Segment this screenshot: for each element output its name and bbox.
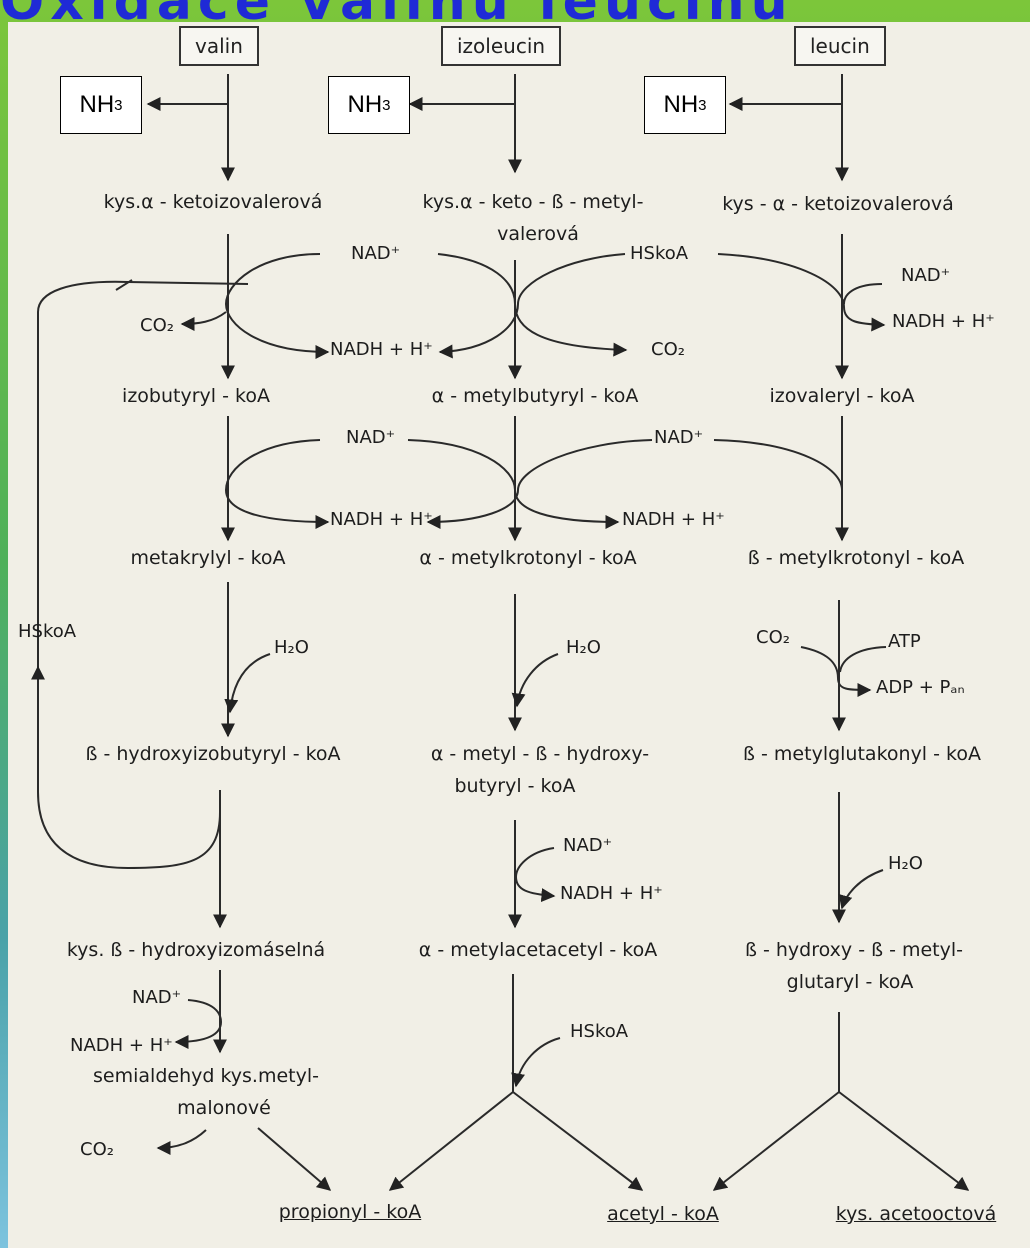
leucine-enoyl-coa: ß - metylkrotonyl - koA [747,547,965,569]
valine-enoyl-coa: metakrylyl - koA [130,547,286,569]
leucine-acyl-coa: izovaleryl - koA [769,385,915,407]
isoleucine-keto-acid-line1: kys.α - keto - ß - metyl- [422,191,644,213]
nadh-label-2b: NADH + H⁺ [622,509,725,530]
valine-semialdehyde-line2: malonové [177,1097,271,1119]
h2o-label-valine: H₂O [274,637,309,658]
h2o-label-leucine: H₂O [888,853,923,874]
isoleucine-enoyl-coa: α - metylkrotonyl - koA [419,547,637,569]
nad-label-2a: NAD⁺ [346,427,396,448]
isoleucine-box: izoleucin [441,26,562,66]
adp-pi-label: ADP + Pₐₙ [876,677,965,698]
nad-label-1c: NAD⁺ [901,265,951,286]
leucine-box: leucin [794,26,886,66]
nadh-label-1c: NADH + H⁺ [892,311,995,332]
product-propionyl-coa: propionyl - koA [278,1201,422,1223]
isoleucine-keto-acid-line2: valerová [497,223,579,245]
isoleucine-acetoacetyl-coa: α - metylacetacetyl - koA [418,939,658,961]
hskoa-label-1: HSkoA [630,243,689,264]
valine-semialdehyde-line1: semialdehyd kys.metyl- [93,1065,319,1087]
nad-label-4: NAD⁺ [132,987,182,1008]
nadh-label-2a: NADH + H⁺ [330,509,433,530]
leucine-glutaconyl-coa: ß - metylglutakonyl - koA [743,743,981,765]
isoleucine-hydroxy-line2: butyryl - koA [454,775,576,797]
hskoa-label-recycle: HSkoA [18,621,77,642]
isoleucine-acyl-coa: α - metylbutyryl - koA [431,385,639,407]
valine-acyl-coa: izobutyryl - koA [122,385,270,407]
valine-hydroxy-acid: kys. ß - hydroxyizomáselná [66,939,326,961]
co2-label-bottom: CO₂ [80,1139,114,1160]
leucine-keto-acid: kys - α - ketoizovalerová [722,193,954,215]
leucine-hmg-line1: ß - hydroxy - ß - metyl- [744,939,964,961]
nad-label-1a: NAD⁺ [351,243,401,264]
atp-label: ATP [888,631,921,652]
product-acetoacetate: kys. acetooctová [835,1203,997,1225]
co2-label-1b: CO₂ [651,339,685,360]
nadh-label-3: NADH + H⁺ [560,883,663,904]
valine-keto-acid: kys.α - ketoizovalerová [103,191,323,213]
nad-label-3: NAD⁺ [563,835,613,856]
leucine-hmg-line2: glutaryl - koA [786,971,914,993]
pathway-arrows [31,74,970,1191]
valine-box: valin [179,26,259,66]
hskoa-label-isoleucine: HSkoA [570,1021,629,1042]
co2-label-1a: CO₂ [140,315,174,336]
nad-label-2b: NAD⁺ [654,427,704,448]
product-acetyl-coa: acetyl - koA [607,1203,719,1225]
isoleucine-hydroxy-line1: α - metyl - ß - hydroxy- [430,743,650,765]
co2-label-leucine: CO₂ [756,627,790,648]
valine-hydroxy-coa: ß - hydroxyizobutyryl - koA [85,743,341,765]
h2o-label-isoleucine: H₂O [566,637,601,658]
nadh-label-4: NADH + H⁺ [70,1035,173,1056]
nadh-label-1a: NADH + H⁺ [330,339,433,360]
